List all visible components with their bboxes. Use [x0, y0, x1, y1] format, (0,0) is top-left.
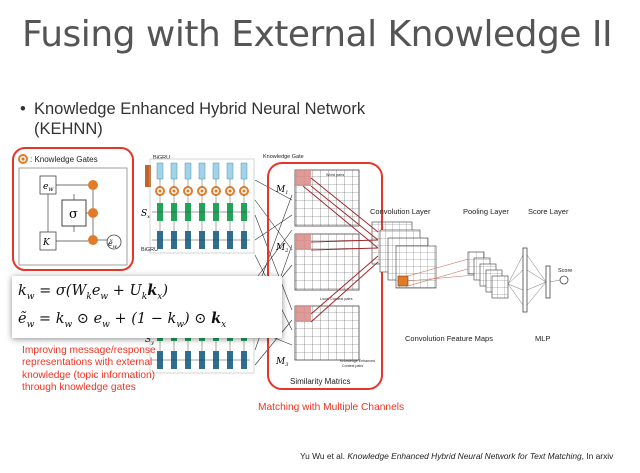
top-input-bar: [240, 162, 248, 180]
sx-label: Sx: [141, 209, 150, 220]
bullet-text-line2: (KEHNN): [34, 120, 103, 138]
bigru-encoder: BiGRU BiGRU Sx Sy: [141, 155, 255, 374]
gate-multiply-mid: [88, 208, 98, 218]
bigru-label-mid: BiGRU: [141, 247, 158, 253]
e-tilde-node: ẽw: [108, 239, 118, 250]
knowledge-enhanced-pairs-label-2: Context pairs: [342, 364, 363, 368]
top-input-bar: [226, 162, 234, 180]
gate-multiply-top: [88, 180, 98, 190]
bigru-label-top: BiGRU: [153, 155, 170, 161]
mlp-label: MLP: [535, 334, 550, 343]
top-input-bar: [156, 162, 164, 180]
bullet-item: • Knowledge Enhanced Hybrid Neural Networ…: [20, 99, 365, 139]
citation-authors: Yu Wu et al.: [300, 451, 348, 461]
convolution-layer-label: Convolution Layer: [370, 207, 431, 216]
formula-fused: ẽw = kw ⊙ ew + (1 − kw) ⊙ kx: [18, 310, 227, 330]
bullet-text-line1: Knowledge Enhanced Hybrid Neural Network: [34, 100, 366, 118]
top-input-bar: [212, 162, 220, 180]
convolution-feature-maps: [371, 221, 437, 289]
sy-label: Sy: [145, 335, 154, 346]
citation-paper: Knowledge Enhanced Hybrid Neural Network…: [347, 451, 582, 461]
word-pairs-label: Word pairs: [326, 173, 344, 177]
matching-note: Matching with Multiple Channels: [258, 402, 405, 413]
pooling-layer-label: Pooling Layer: [463, 207, 509, 216]
legend-label: : Knowledge Gates: [30, 155, 98, 164]
formula-gate: kw = σ(Wkew + Ukkx): [18, 282, 169, 302]
ew-node: ew: [43, 182, 54, 193]
pair-highlight-lines: [302, 177, 379, 323]
knowledge-gate-label: Knowledge Gate: [263, 154, 304, 160]
top-input-bar: [198, 162, 206, 180]
similarity-matrics-label: Similarity Matrics: [290, 377, 350, 386]
gate-detail-box: [18, 167, 128, 266]
top-input-bar: [170, 162, 178, 180]
gate-multiply-bottom: [88, 235, 98, 245]
mlp-layer: [507, 247, 569, 313]
m1-label: M1: [275, 185, 288, 196]
bullet-marker: •: [20, 100, 26, 118]
k-node: K: [42, 238, 51, 248]
knowledge-enhanced-pairs-label-1: Knowledge Enhanced: [340, 359, 375, 363]
slide-title: Fusing with External Knowledge II: [22, 14, 613, 55]
pooling-maps: [467, 251, 509, 299]
sigma-node: σ: [69, 207, 78, 222]
m3-label: M3: [275, 357, 288, 368]
citation-venue: , In arxiv: [581, 451, 614, 461]
knowledge-gate-highlight: [12, 147, 134, 271]
improving-note: Improving message/response representatio…: [22, 345, 156, 394]
m2-label: M2: [275, 243, 288, 254]
score-label: Score: [558, 268, 572, 274]
conv-feature-maps-label: Convolution Feature Maps: [405, 334, 493, 343]
top-input-bar: [184, 162, 192, 180]
score-layer-label: Score Layer: [528, 207, 569, 216]
citation: Yu Wu et al. Knowledge Enhanced Hybrid N…: [300, 451, 613, 461]
formula-box: kw = σ(Wkew + Ukkx) ẽw = kw ⊙ ew + (1 − …: [12, 276, 282, 338]
